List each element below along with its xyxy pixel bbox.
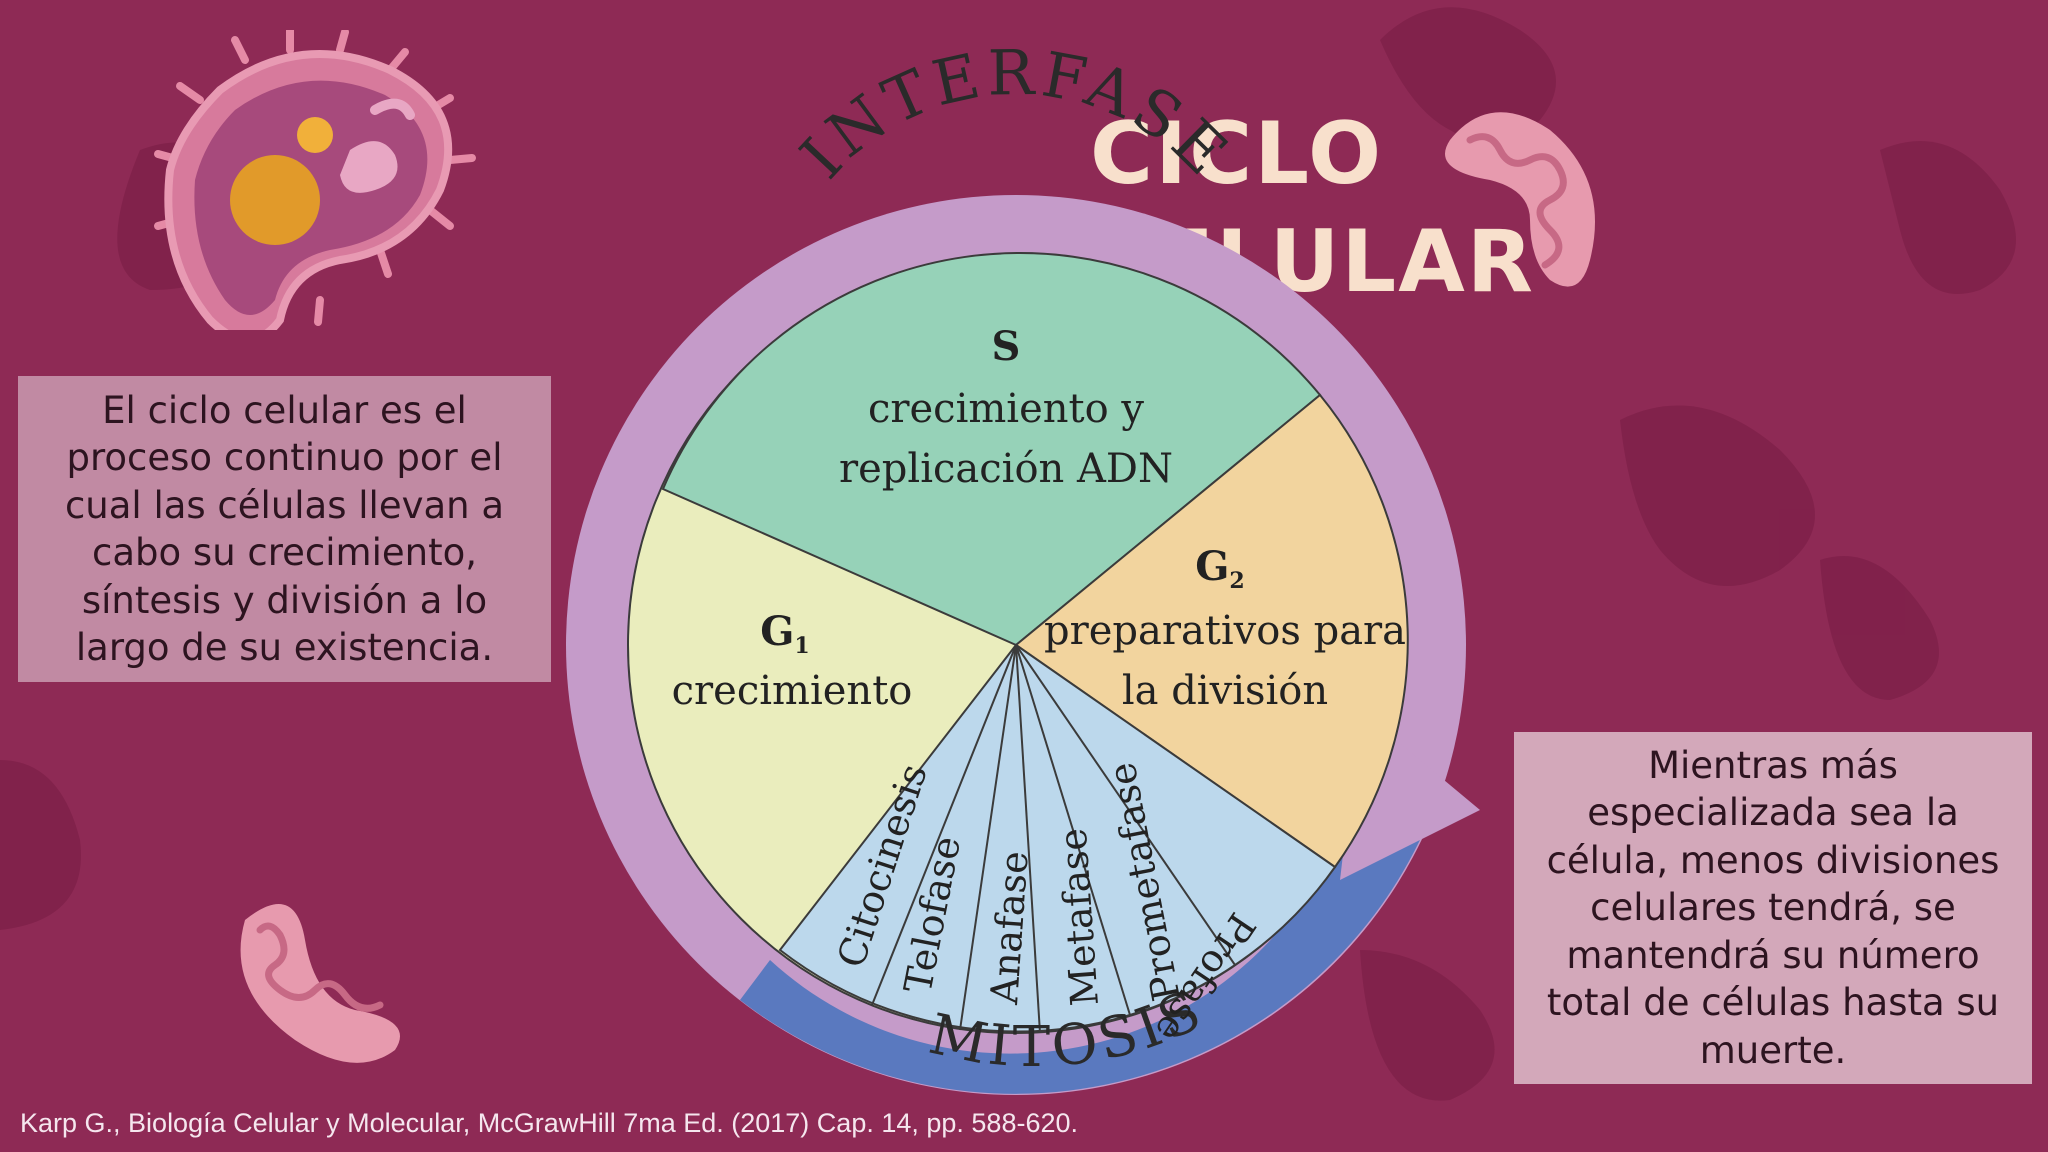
mitosis-wedges — [778, 643, 1337, 1033]
phase-g2-wedge — [1014, 393, 1409, 869]
phase-g2-desc-2: la división — [1122, 668, 1328, 714]
title-line-1: CICLO — [1090, 104, 1384, 204]
phase-s-name: S — [992, 323, 1021, 370]
phase-g2-name: G2 — [1195, 543, 1244, 594]
specialization-note-box: Mientras más especializada sea la célula… — [1514, 732, 2032, 1084]
definition-text: El ciclo celular es el proceso continuo … — [64, 388, 505, 670]
phase-g1-desc: crecimiento — [672, 668, 913, 714]
mitochondria-icon-top — [1445, 112, 1595, 287]
definition-box: El ciclo celular es el proceso continuo … — [18, 376, 551, 682]
bacteria-icon — [154, 30, 476, 330]
specialization-note-text: Mientras más especializada sea la célula… — [1546, 743, 2000, 1072]
phase-g1-name: G1 — [760, 608, 809, 659]
mitosis-dividers — [871, 644, 1236, 1034]
phase-s-wedge — [661, 252, 1322, 647]
phase-s-desc-2: replicación ADN — [839, 446, 1173, 492]
phase-g2-desc-1: preparativos para — [1044, 608, 1406, 654]
citation: Karp G., Biología Celular y Molecular, M… — [20, 1108, 1078, 1138]
interfase-label: INTERFASE — [786, 36, 1245, 192]
phase-s-desc-1: crecimiento y — [868, 386, 1144, 432]
mitochondria-icon-bottom — [240, 904, 400, 1063]
mitosis-phase-anafase: Anafase — [982, 850, 1037, 1007]
